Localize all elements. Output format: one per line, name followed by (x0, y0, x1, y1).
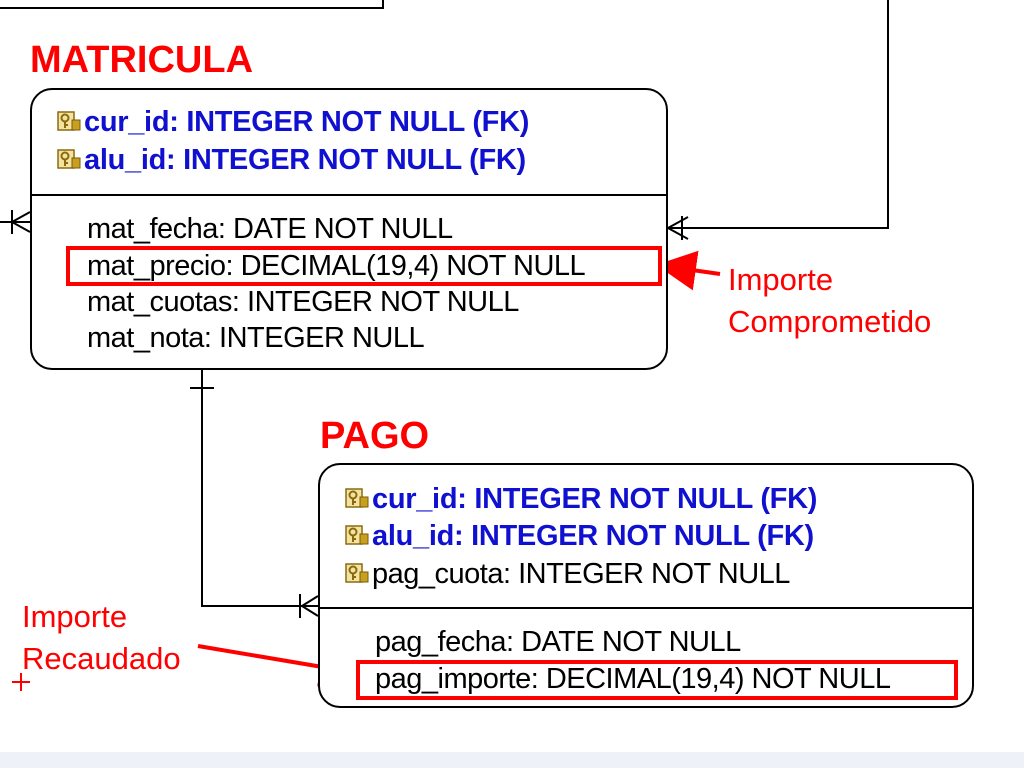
pago-pk-row[interactable]: alu_id: INTEGER NOT NULL (FK) (344, 522, 814, 551)
pk-text: pag_cuota: INTEGER NOT NULL (372, 558, 790, 590)
crows-foot-left (11, 210, 31, 234)
pago-attr-row[interactable]: pag_importe: DECIMAL(19,4) NOT NULL (375, 663, 891, 695)
annotation-importe-comprometido: Importe Comprometido (728, 259, 931, 343)
pago-title: PAGO (320, 415, 430, 457)
highlight-mat-precio (66, 246, 662, 286)
relationship-line-right (668, 0, 889, 229)
matricula-key-divider (32, 194, 666, 196)
matricula-attr-row[interactable]: mat_precio: DECIMAL(19,4) NOT NULL (87, 250, 586, 282)
relationship-line-matricula-pago (201, 370, 318, 607)
matricula-attr-row[interactable]: mat_nota: INTEGER NULL (87, 322, 425, 354)
key-icon (344, 560, 370, 586)
annotation-line: Recaudado (22, 641, 181, 676)
pk-text: alu_id: INTEGER NOT NULL (FK) (372, 520, 814, 552)
pago-key-divider (320, 607, 972, 609)
annotation-line: Comprometido (728, 304, 932, 339)
pago-pk-row[interactable]: cur_id: INTEGER NOT NULL (FK) (344, 485, 817, 514)
pago-attr-row[interactable]: pag_fecha: DATE NOT NULL (375, 626, 741, 658)
key-icon (56, 146, 82, 172)
annotation-importe-recaudado: Importe Recaudado (22, 596, 181, 680)
key-icon (344, 522, 370, 548)
matricula-pk-row[interactable]: cur_id: INTEGER NOT NULL (FK) (56, 108, 529, 137)
matricula-attr-row[interactable]: mat_fecha: DATE NOT NULL (87, 213, 453, 245)
matricula-title: MATRICULA (30, 39, 254, 81)
bottom-strip (0, 752, 1024, 768)
pk-text: cur_id: INTEGER NOT NULL (FK) (372, 483, 818, 515)
pk-text: alu_id: INTEGER NOT NULL (FK) (84, 144, 526, 176)
crows-foot-right (667, 216, 689, 240)
crows-foot-pago (299, 594, 319, 618)
highlight-pag-importe (356, 660, 958, 700)
pk-text: cur_id: INTEGER NOT NULL (FK) (84, 106, 530, 138)
upper-entity-edge (0, 0, 384, 9)
pago-pk-row[interactable]: pag_cuota: INTEGER NOT NULL (344, 560, 790, 589)
key-icon (344, 485, 370, 511)
arrow-committed (656, 250, 721, 291)
annotation-line: Importe (22, 599, 128, 634)
key-icon (56, 108, 82, 134)
matricula-entity[interactable]: cur_id: INTEGER NOT NULL (FK) alu_id: IN… (30, 88, 668, 370)
pago-entity[interactable]: cur_id: INTEGER NOT NULL (FK) alu_id: IN… (318, 463, 974, 708)
matricula-attr-row[interactable]: mat_cuotas: INTEGER NOT NULL (87, 286, 519, 318)
plus-mark (12, 673, 30, 691)
annotation-line: Importe (728, 262, 834, 297)
matricula-pk-row[interactable]: alu_id: INTEGER NOT NULL (FK) (56, 146, 526, 175)
